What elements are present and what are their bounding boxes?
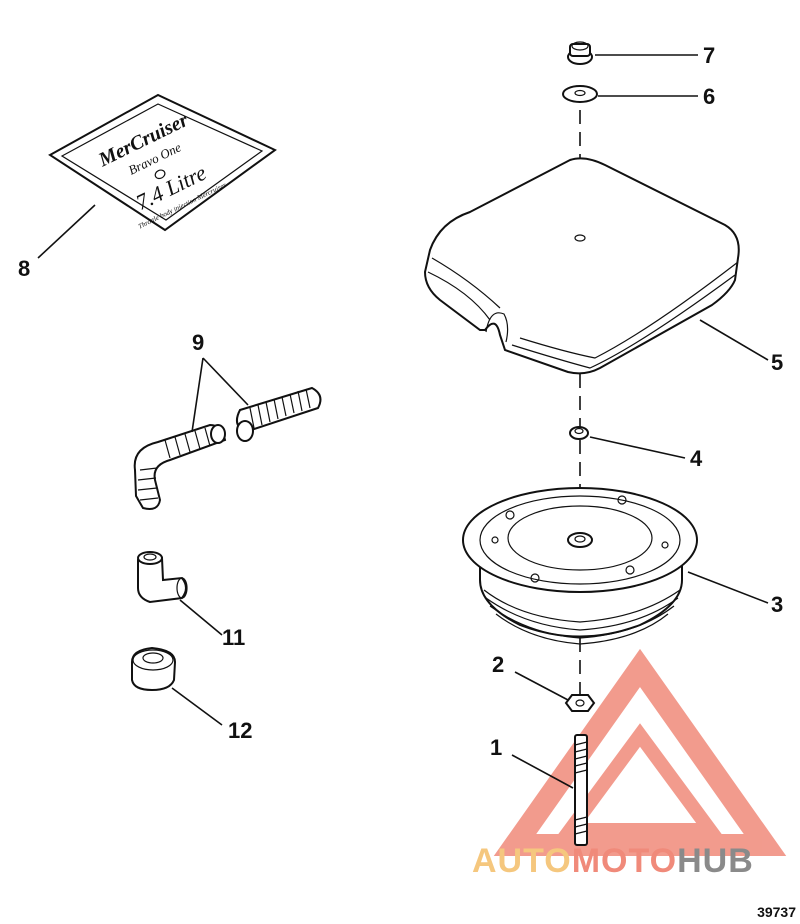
callout-4: 4 (690, 446, 703, 471)
leader-2 (514, 671, 569, 701)
callout-1: 1 (490, 735, 502, 760)
part-5-cover (423, 157, 740, 375)
leader-1 (511, 754, 574, 789)
part-6-washer (562, 85, 598, 103)
leader-9b (202, 357, 249, 406)
leader-3 (687, 571, 769, 604)
part-2-hex-nut (564, 694, 596, 712)
callout-11: 11 (222, 625, 245, 650)
callout-7: 7 (703, 43, 715, 68)
leader-5 (699, 319, 769, 361)
document-number: 39737 (757, 904, 796, 920)
part-11-elbow (137, 551, 188, 604)
callout-9: 9 (192, 330, 204, 355)
part-1-stud (574, 734, 588, 846)
callout-8: 8 (18, 256, 30, 281)
part-8-decal: MerCruiser Bravo One 7.4 Litre Throttle … (48, 93, 277, 232)
part-3-base (462, 487, 698, 645)
part-12-grommet (131, 646, 177, 692)
part-7-nut (567, 41, 593, 65)
watermark-triangle-inner (556, 723, 724, 837)
watermark-moto: MOTO (572, 842, 677, 880)
callout-6: 6 (703, 84, 715, 109)
watermark-text: AUTOMOTOHUB (472, 842, 754, 880)
part-9-hoses (133, 386, 322, 510)
callout-2: 2 (492, 652, 504, 677)
leader-9a (191, 357, 204, 433)
watermark-triangle-outer (493, 648, 787, 856)
leader-4 (589, 436, 686, 459)
watermark-logo (493, 648, 787, 856)
watermark-hub: HUB (677, 842, 754, 880)
part-4-nut (569, 426, 589, 440)
callout-3: 3 (771, 592, 783, 617)
callout-12: 12 (228, 718, 252, 743)
leader-11 (179, 599, 223, 636)
leader-8 (37, 204, 96, 259)
watermark-auto: AUTO (472, 842, 572, 880)
callout-5: 5 (771, 350, 783, 375)
leader-12 (171, 687, 223, 726)
